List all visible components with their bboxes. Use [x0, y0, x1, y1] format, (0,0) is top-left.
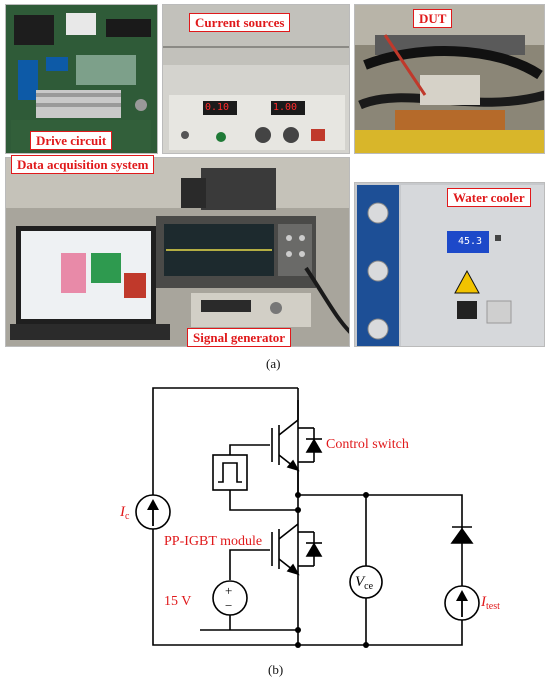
signal-generator-label: Signal generator — [187, 328, 292, 347]
current-display-right: 1.00 — [273, 102, 298, 113]
control-switch-label: Control switch — [326, 437, 409, 452]
circuit-wires — [152, 387, 463, 646]
voltage-label: 15 V — [164, 594, 191, 609]
water-cooler-illustration — [355, 183, 544, 346]
junction-dots — [295, 492, 369, 648]
water-cooler-label: Water cooler — [447, 188, 531, 207]
ic-main: I — [119, 504, 126, 520]
voltage-minus-sign: − — [225, 598, 232, 613]
upper-igbt-symbol — [271, 400, 323, 495]
water-cooler-photo: 45.3 — [354, 182, 545, 347]
vce-label: Vce — [355, 574, 374, 592]
dut-illustration — [355, 5, 544, 153]
itest-sub: test — [486, 601, 500, 612]
voltage-source-15v-icon — [212, 580, 248, 616]
vce-main: V — [355, 574, 366, 590]
caption-b: (b) — [268, 662, 284, 677]
caption-a: (a) — [266, 356, 281, 371]
vce-sub: ce — [364, 581, 373, 592]
data-acquisition-photo — [5, 157, 350, 347]
circuit-diagram: Control switch PP-IGBT module 15 V + − I… — [119, 387, 500, 648]
data-acquisition-illustration — [6, 158, 349, 346]
ic-sub: c — [125, 511, 130, 522]
dut-photo — [354, 4, 545, 154]
ic-current-source-icon — [135, 494, 171, 530]
itest-label: Itest — [480, 594, 500, 612]
voltage-plus-sign: + — [225, 583, 232, 598]
dut-label: DUT — [413, 9, 453, 28]
drive-circuit-photo — [5, 4, 158, 154]
lower-igbt-symbol — [271, 523, 323, 576]
test-branch-diode-icon — [450, 526, 474, 544]
vce-meter-icon — [349, 565, 383, 599]
igbt-module-label: PP-IGBT module — [164, 534, 262, 549]
current-sources-label: Current sources — [189, 13, 291, 32]
pulse-source-icon — [212, 454, 248, 491]
itest-main: I — [480, 594, 487, 610]
data-acquisition-label: Data acquisition system — [11, 155, 155, 174]
itest-current-source-icon — [444, 585, 480, 621]
cooler-display-value: 45.3 — [458, 236, 483, 247]
current-display-left: 0.10 — [205, 102, 230, 113]
ic-label: Ic — [119, 504, 130, 522]
drive-circuit-label: Drive circuit — [30, 131, 113, 150]
